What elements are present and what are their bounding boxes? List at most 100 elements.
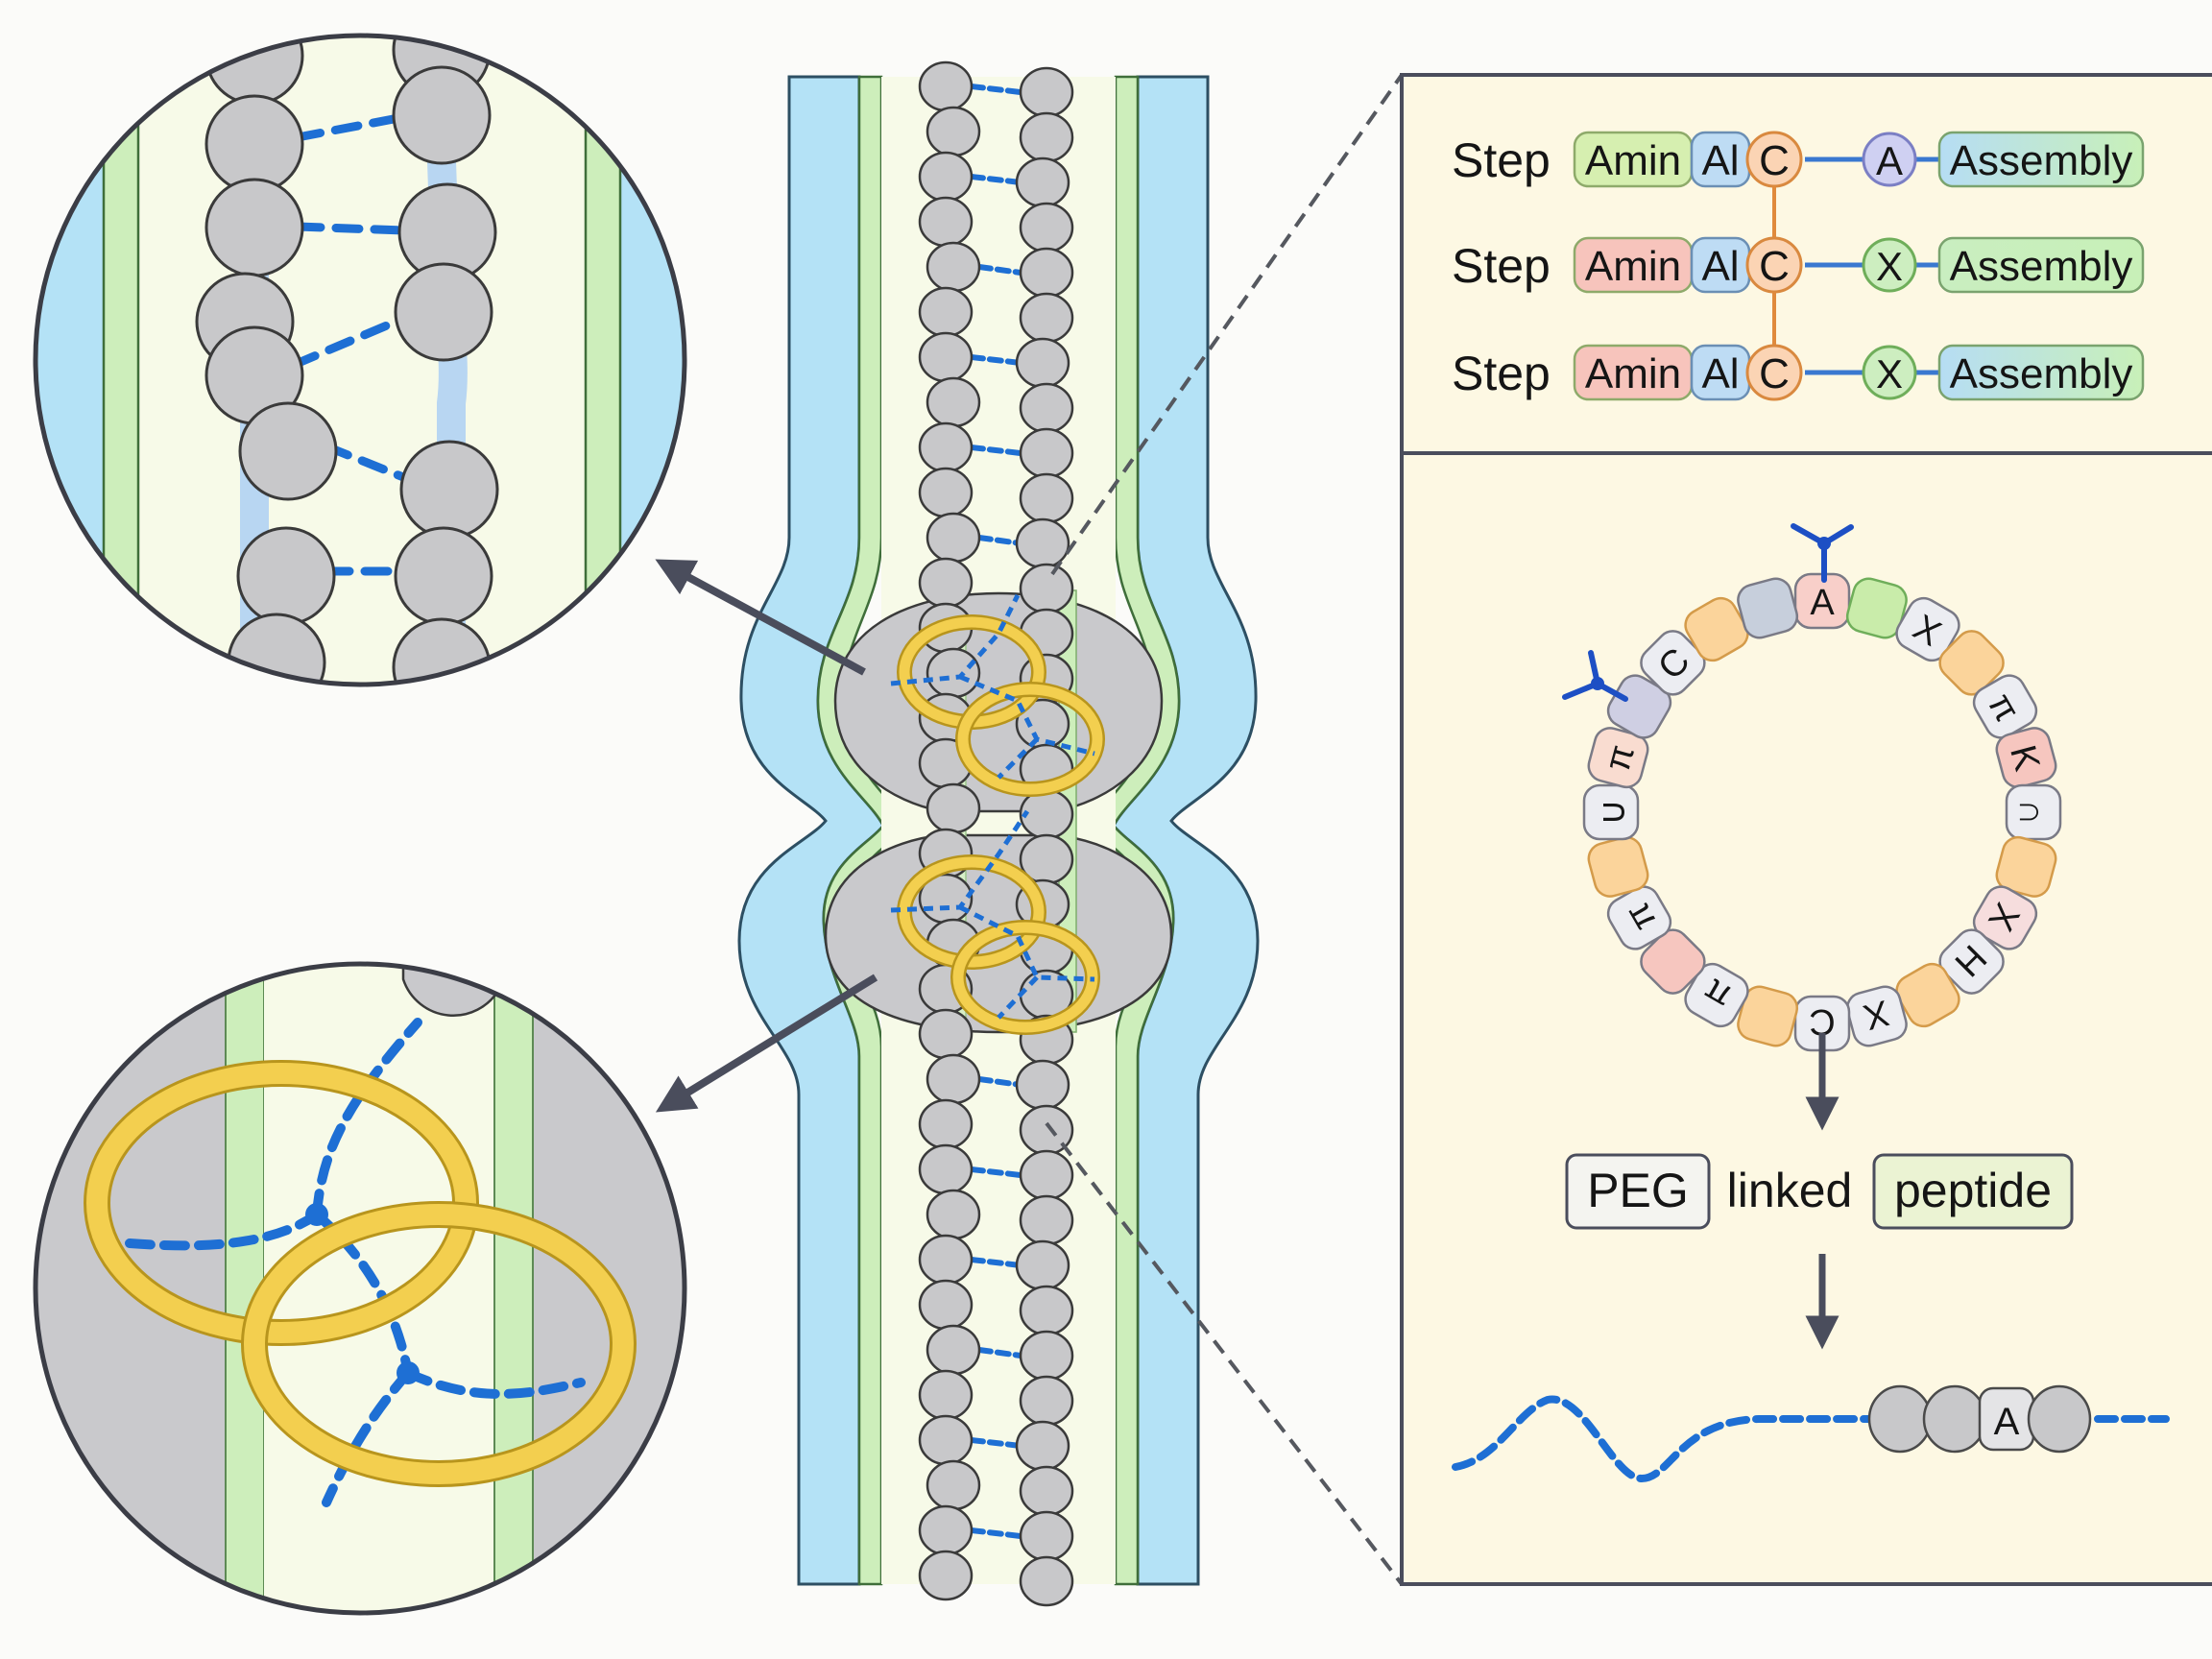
strand-bead [1015,1239,1070,1291]
strand-bead [918,1504,974,1556]
strand-bead [1019,427,1074,479]
central-rings [890,593,1105,1035]
strand-bead [1015,517,1070,569]
strand-bead [918,1143,974,1195]
step-label: Step [1452,347,1551,400]
hydrogen-bond [976,1347,1023,1358]
synthesis-row: Step Amin Al C X Assembly [1452,344,2145,401]
crosslink [997,737,1039,780]
ring-bead-shape [1582,783,1640,841]
magnifier-bottom [33,961,687,1616]
strand-bead [1019,1285,1074,1336]
hydrogen-bond [976,1076,1023,1088]
peg-antenna-icon [1562,650,1628,702]
linear-bead [1867,1384,1933,1454]
crosslink [958,904,1095,982]
strand-bead [1019,202,1074,253]
strand-bead [926,1459,981,1511]
callout-line-bottom [1045,1121,1404,1586]
gold-ring [957,684,1103,795]
residue-text: X [1876,351,1903,397]
ring-bead: ∩ [2005,783,2062,841]
strand-bead [1015,156,1070,208]
ring-bead: K [1995,727,2057,789]
strand-bead [918,1098,974,1150]
strand-bead [1019,1375,1074,1427]
ring-bead-shape [2005,783,2062,841]
ring-bead [1895,962,1960,1028]
ring-bead-shape [1737,985,1799,1047]
strand-bead [1019,382,1074,434]
assembly-text: Assembly [1950,350,2133,397]
al-text: Al [1701,243,1739,290]
ring-bead-shape [1845,577,1908,639]
strand-bead [1019,66,1074,118]
strand-bead [392,617,492,685]
crosslink [312,1018,422,1219]
hydrogen-bond [289,318,398,370]
ring-bead: X [1972,885,2038,950]
assembly-pill [1937,236,2145,294]
peg-text: PEG [1587,1164,1689,1217]
ring-bead: C [1793,995,1851,1052]
strand-bead [918,60,974,112]
residue-text: A [1876,138,1903,183]
strand-bead [918,1550,974,1601]
ring-bead-shape [1684,596,1749,662]
hydrogen-bond [293,222,408,235]
hydrogen-bond [969,1166,1023,1178]
strand-bead [926,512,981,564]
strand-bead [918,421,974,473]
ring-bead-shape [1640,630,1706,696]
amino-text: Amin [1585,350,1681,397]
ring-bead: π [1684,962,1749,1028]
crosslink-node [397,1361,420,1384]
al-text: Al [1701,350,1739,397]
ring-bead-shape [1972,885,2038,950]
assembly-text: Assembly [1950,243,2133,290]
peg-chain [1452,1395,1876,1483]
ring-bead: X [1845,985,1908,1047]
strand-bead [1019,111,1074,163]
strand-bead [1015,1420,1070,1472]
ring-bead-shape [1684,962,1749,1028]
ring-bead-shape [1995,727,2057,789]
hydrogen-bond [969,445,1023,456]
strand-bead [238,401,338,501]
strand-bead [926,106,981,157]
strand-bead [918,151,974,203]
strand-bead [1019,292,1074,344]
peptide-text: peptide [1894,1164,2052,1217]
hydrogen-bond [969,174,1023,185]
step-label: Step [1452,239,1551,293]
ring-bead [1845,577,1908,639]
linear-bead [1922,1384,1987,1454]
ring-bead-shape [1995,835,2057,898]
strand-bead [918,557,974,609]
strand-bead [926,1324,981,1376]
hydrogen-bond [969,84,1023,95]
core-text: C [1759,137,1790,184]
peptide-box [1872,1153,2074,1230]
hydrogen-bond [969,354,1023,366]
strand-bead [204,178,304,277]
core-text: C [1759,350,1790,397]
crosslink [959,674,1095,757]
hydrogen-bond [976,535,1023,546]
gold-ring [244,1204,634,1484]
strand-bead [918,331,974,383]
crosslink [890,809,1030,913]
strand-bead [1019,1555,1074,1607]
hydrogen-bond [969,1257,1023,1268]
crosslink-network [84,1018,637,1507]
magnified-strands [195,36,499,685]
hydrogen-bond [976,264,1023,276]
strand-bead [918,1369,974,1421]
crosslink [890,593,1021,686]
hydrogen-bond [322,442,408,482]
amino-text: Amin [1585,137,1681,184]
assembly-text: Assembly [1950,137,2133,184]
